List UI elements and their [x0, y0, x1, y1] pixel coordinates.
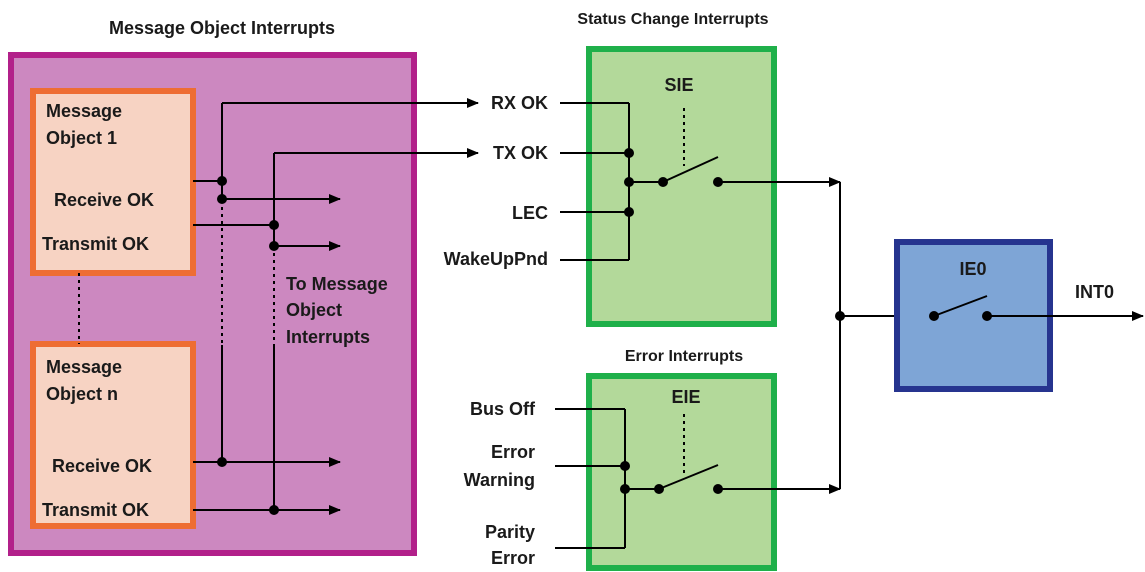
heading-status-change-interrupts: Status Change Interrupts [577, 11, 768, 28]
message-object-1-transmit-ok: Transmit OK [42, 234, 149, 254]
to-message-object-interrupts-line2: Object [286, 300, 342, 320]
message-object-1-receive-ok: Receive OK [54, 190, 154, 210]
message-object-1-title-line2: Object 1 [46, 128, 117, 148]
message-object-n-transmit-ok: Transmit OK [42, 500, 149, 520]
error-input-bus-off: Bus Off [470, 399, 536, 419]
status-input-lec: LEC [512, 203, 548, 223]
sie-label: SIE [664, 75, 693, 95]
status-input-rx-ok: RX OK [491, 93, 548, 113]
status-input-tx-ok: TX OK [493, 143, 548, 163]
error-input-error-warning-line2: Warning [464, 470, 535, 490]
status-change-wiring [560, 102, 841, 261]
status-change-interrupts-block [586, 46, 777, 327]
error-input-error-warning-line1: Error [491, 442, 535, 462]
message-object-1-box [30, 88, 196, 276]
message-object-n-box [30, 341, 196, 529]
message-object-1-title-line1: Message [46, 101, 122, 121]
to-message-object-interrupts-line3: Interrupts [286, 327, 370, 347]
message-object-n-receive-ok: Receive OK [52, 456, 152, 476]
message-object-wiring [193, 98, 479, 515]
message-object-n-title-line2: Object n [46, 384, 118, 404]
error-input-parity-error-line1: Parity [485, 522, 535, 542]
eie-label: EIE [671, 387, 700, 407]
int0-output-label: INT0 [1075, 282, 1114, 302]
ie0-label: IE0 [959, 259, 986, 279]
message-object-n-title-line1: Message [46, 357, 122, 377]
to-message-object-interrupts-line1: To Message [286, 274, 388, 294]
error-input-parity-error-line2: Error [491, 548, 535, 568]
heading-message-object-interrupts: Message Object Interrupts [109, 18, 335, 38]
status-input-wakeuppnd: WakeUpPnd [444, 249, 548, 269]
heading-error-interrupts: Error Interrupts [625, 348, 743, 365]
global-enable-switch [929, 295, 1144, 321]
error-interrupts-wiring [555, 408, 841, 549]
